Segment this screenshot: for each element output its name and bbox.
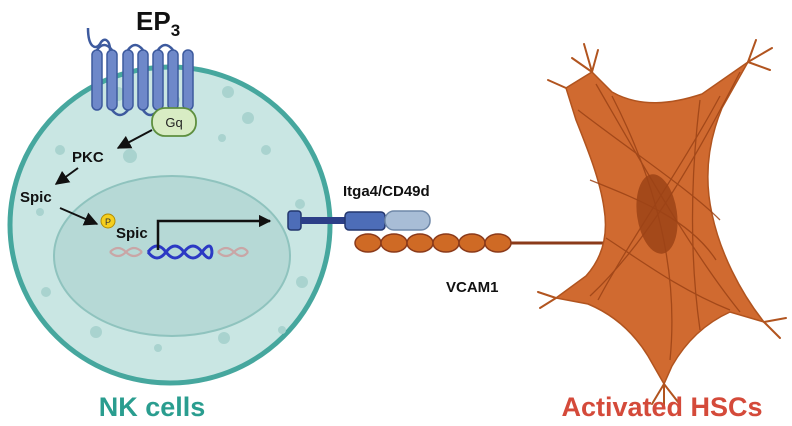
hsc-processes — [537, 39, 787, 409]
pkc-to-spic-arrow — [54, 167, 79, 185]
nk-cell-label: NK cells — [99, 392, 206, 422]
gq-protein: Gq — [151, 107, 197, 137]
signaling-cascade: PKC Spic P Spic — [20, 129, 153, 242]
integrin: Itga4/CD49d — [287, 183, 431, 231]
ep3-receptor: EP3 — [86, 6, 194, 124]
hsc-nucleus — [636, 174, 678, 254]
spic-nucleus-label: Spic — [116, 225, 148, 242]
integrin-anchor — [287, 210, 302, 231]
transmembrane-helices — [91, 49, 194, 111]
gq-to-pkc-arrow — [116, 129, 153, 149]
spic-cytoplasm-label: Spic — [20, 189, 52, 206]
gq-shape — [151, 107, 197, 137]
receptor-n-terminus — [86, 27, 112, 51]
dna — [109, 244, 249, 260]
gq-label: Gq — [165, 115, 182, 130]
phospho-badge — [100, 213, 116, 229]
dna-faded-left — [109, 246, 143, 258]
stress-fibers — [577, 71, 741, 361]
dna-faded-right — [217, 246, 249, 258]
integrin-head-light — [384, 210, 431, 231]
cytoplasm-vesicles — [36, 86, 308, 352]
phospho-label: P — [105, 217, 111, 227]
spic-translocation-arrow — [59, 207, 99, 226]
integrin-stalk — [301, 217, 345, 224]
pkc-label: PKC — [72, 149, 104, 166]
integrin-head-dark — [344, 211, 386, 231]
integrin-label: Itga4/CD49d — [343, 183, 430, 200]
vcam1: VCAM1 — [354, 233, 605, 296]
vcam1-label: VCAM1 — [446, 279, 499, 296]
activated-hsc — [537, 39, 787, 409]
hsc-label: Activated HSCs — [561, 392, 762, 422]
dna-helix-main — [146, 244, 214, 260]
vcam1-domains — [354, 233, 512, 253]
transcription-arrow — [156, 214, 272, 250]
ep3-label: EP3 — [136, 6, 180, 40]
